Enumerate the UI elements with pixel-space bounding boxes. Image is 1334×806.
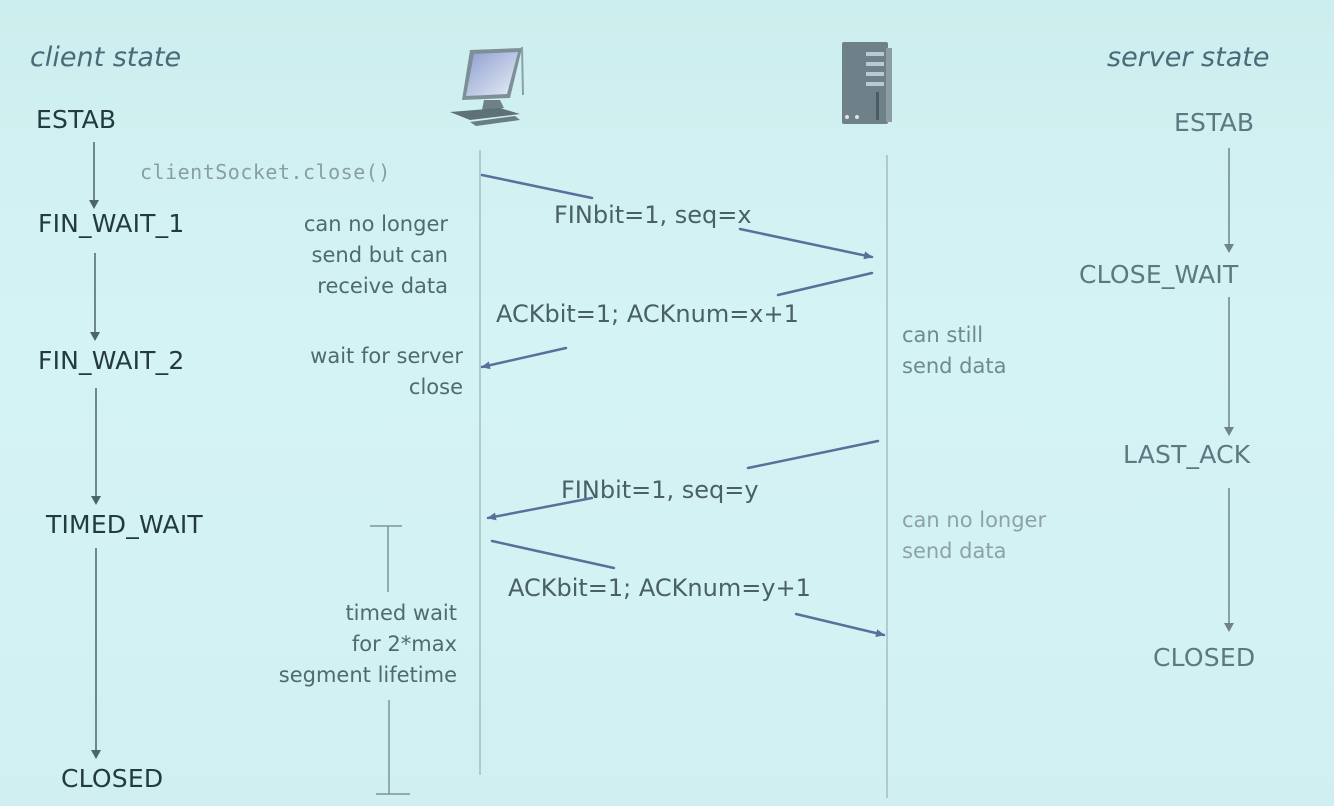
desktop-computer-icon [450,46,524,126]
message-label-ack-y: ACKbit=1; ACKnum=y+1 [508,574,811,602]
msg-fin-x-segment-2 [738,227,874,260]
note-line: can no longer [902,508,1047,532]
message-label-fin-x: FINbit=1, seq=x [554,201,752,229]
message-label-ack-x: ACKbit=1; ACKnum=x+1 [496,300,799,328]
client-state-timed-wait: TIMED_WAIT [46,510,203,539]
note-fin-wait-1: can no longer send but can receive data [304,209,448,302]
server-state-close-wait: CLOSE_WAIT [1079,260,1239,289]
msg-ack-y-segment-2 [794,612,886,638]
note-line: timed wait [345,601,457,625]
server-state-heading: server state [1107,42,1270,73]
server-state-arrowhead-3 [1224,623,1234,632]
server-state-estab: ESTAB [1174,108,1255,137]
timed-wait-bracket [370,525,410,795]
client-state-arrowhead-1 [89,200,99,209]
client-state-closed: CLOSED [61,764,164,793]
client-state-arrowhead-2 [90,332,100,341]
server-state-closed: CLOSED [1153,643,1256,672]
note-line: receive data [317,274,448,298]
client-close-call: clientSocket.close() [140,160,391,184]
message-label-fin-y: FINbit=1, seq=y [561,476,759,504]
msg-ack-y-segment-1 [490,539,616,570]
msg-ack-x-segment-1 [776,271,874,297]
note-line: send data [902,539,1007,563]
msg-fin-y-segment-1 [746,439,880,470]
note-line: close [408,375,463,399]
server-state-last-ack: LAST_ACK [1123,440,1251,469]
server-tower-icon [842,42,892,124]
msg-fin-x-segment-1 [480,173,594,200]
msg-fin-y-segment-2 [486,496,594,521]
client-state-fin-wait-1: FIN_WAIT_1 [38,209,185,238]
note-line: wait for server [310,344,463,368]
note-line: can no longer [303,212,448,236]
note-fin-wait-2: wait for server close [310,341,463,403]
note-line: for 2*max [351,632,457,656]
msg-ack-x-segment-2 [480,346,568,370]
server-state-arrowhead-1 [1224,244,1234,253]
note-timed-wait: timed wait for 2*max segment lifetime [279,598,457,691]
note-close-wait: can still send data [902,320,1006,382]
note-line: segment lifetime [278,663,457,687]
client-state-fin-wait-2: FIN_WAIT_2 [38,346,185,375]
note-line: send but can [311,243,448,267]
note-last-ack: can no longer send data [902,505,1046,567]
client-state-arrowhead-3 [91,496,101,505]
note-line: send data [902,354,1007,378]
client-state-arrowhead-4 [91,750,101,759]
server-state-arrowhead-2 [1224,427,1234,436]
note-line: can still [902,323,984,347]
client-state-estab: ESTAB [36,105,117,134]
client-state-heading: client state [30,42,182,73]
